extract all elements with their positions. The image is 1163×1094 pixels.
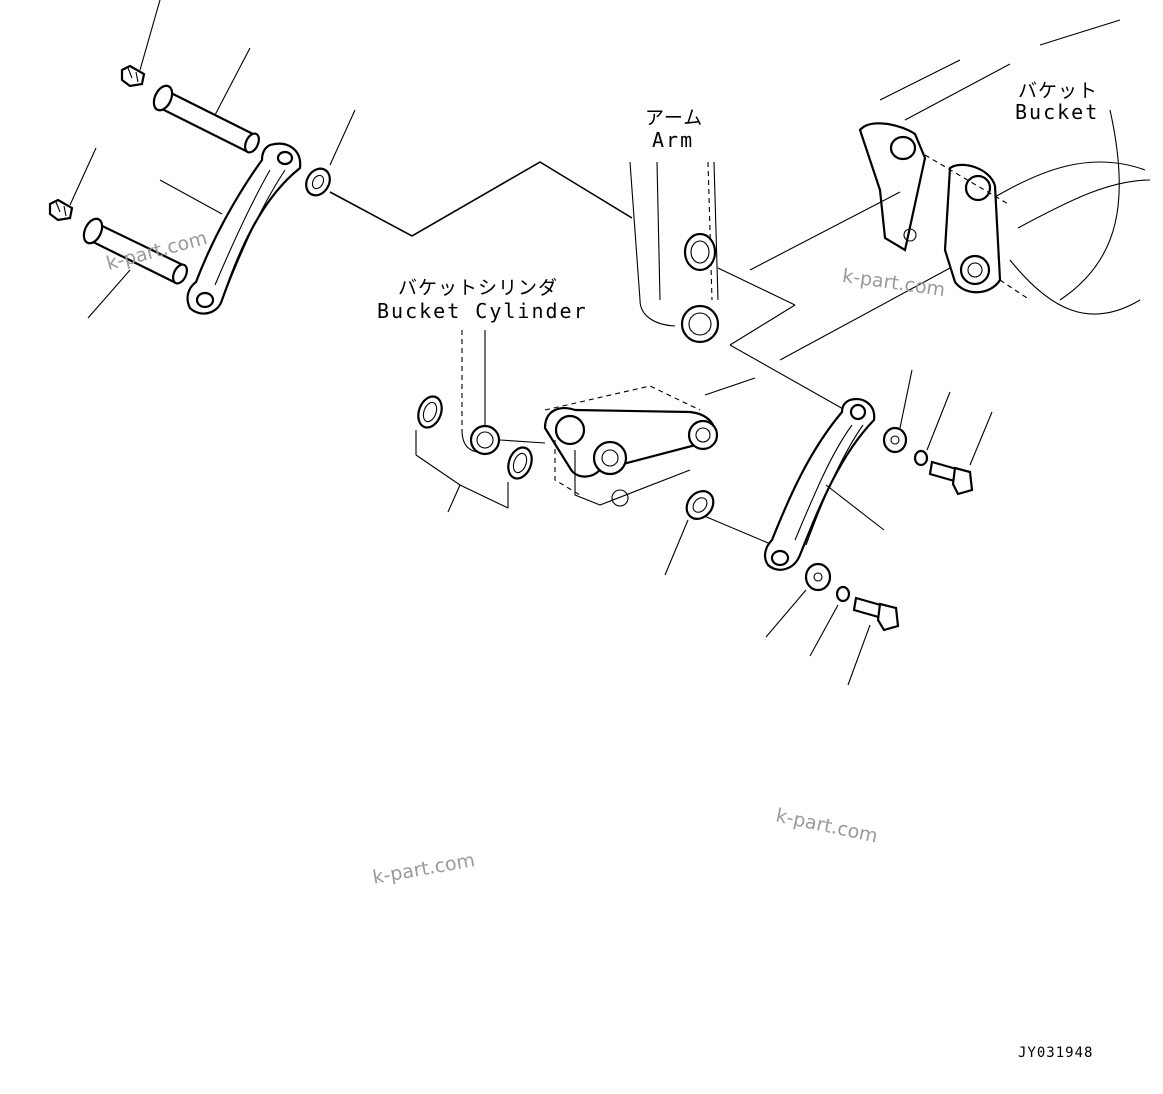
bucket-label-en: Bucket bbox=[1015, 100, 1100, 124]
shim-left bbox=[305, 167, 331, 197]
bucket-label-ja: バケット bbox=[1018, 80, 1099, 102]
arm-label-ja: アーム bbox=[645, 107, 704, 129]
pin-upper bbox=[152, 84, 260, 154]
drawing-number: JY031948 bbox=[1018, 1045, 1094, 1061]
shims-cylinder bbox=[415, 395, 715, 576]
grease-fitting-lower bbox=[48, 198, 74, 222]
left-link-assembly bbox=[48, 64, 331, 315]
link-left bbox=[186, 142, 302, 315]
bucket-cylinder-label-ja: バケットシリンダ bbox=[398, 277, 559, 299]
right-link-assembly bbox=[763, 369, 993, 686]
arm bbox=[629, 161, 846, 411]
bucket-cylinder bbox=[461, 330, 501, 456]
grease-fitting-upper bbox=[120, 64, 146, 88]
bucket bbox=[749, 19, 1151, 361]
arm-label-en: Arm bbox=[652, 128, 695, 152]
leader-lines-left bbox=[69, 0, 633, 319]
h-link bbox=[499, 377, 781, 549]
pin-lower bbox=[82, 217, 188, 285]
bucket-cylinder-label-en: Bucket Cylinder bbox=[377, 299, 588, 323]
